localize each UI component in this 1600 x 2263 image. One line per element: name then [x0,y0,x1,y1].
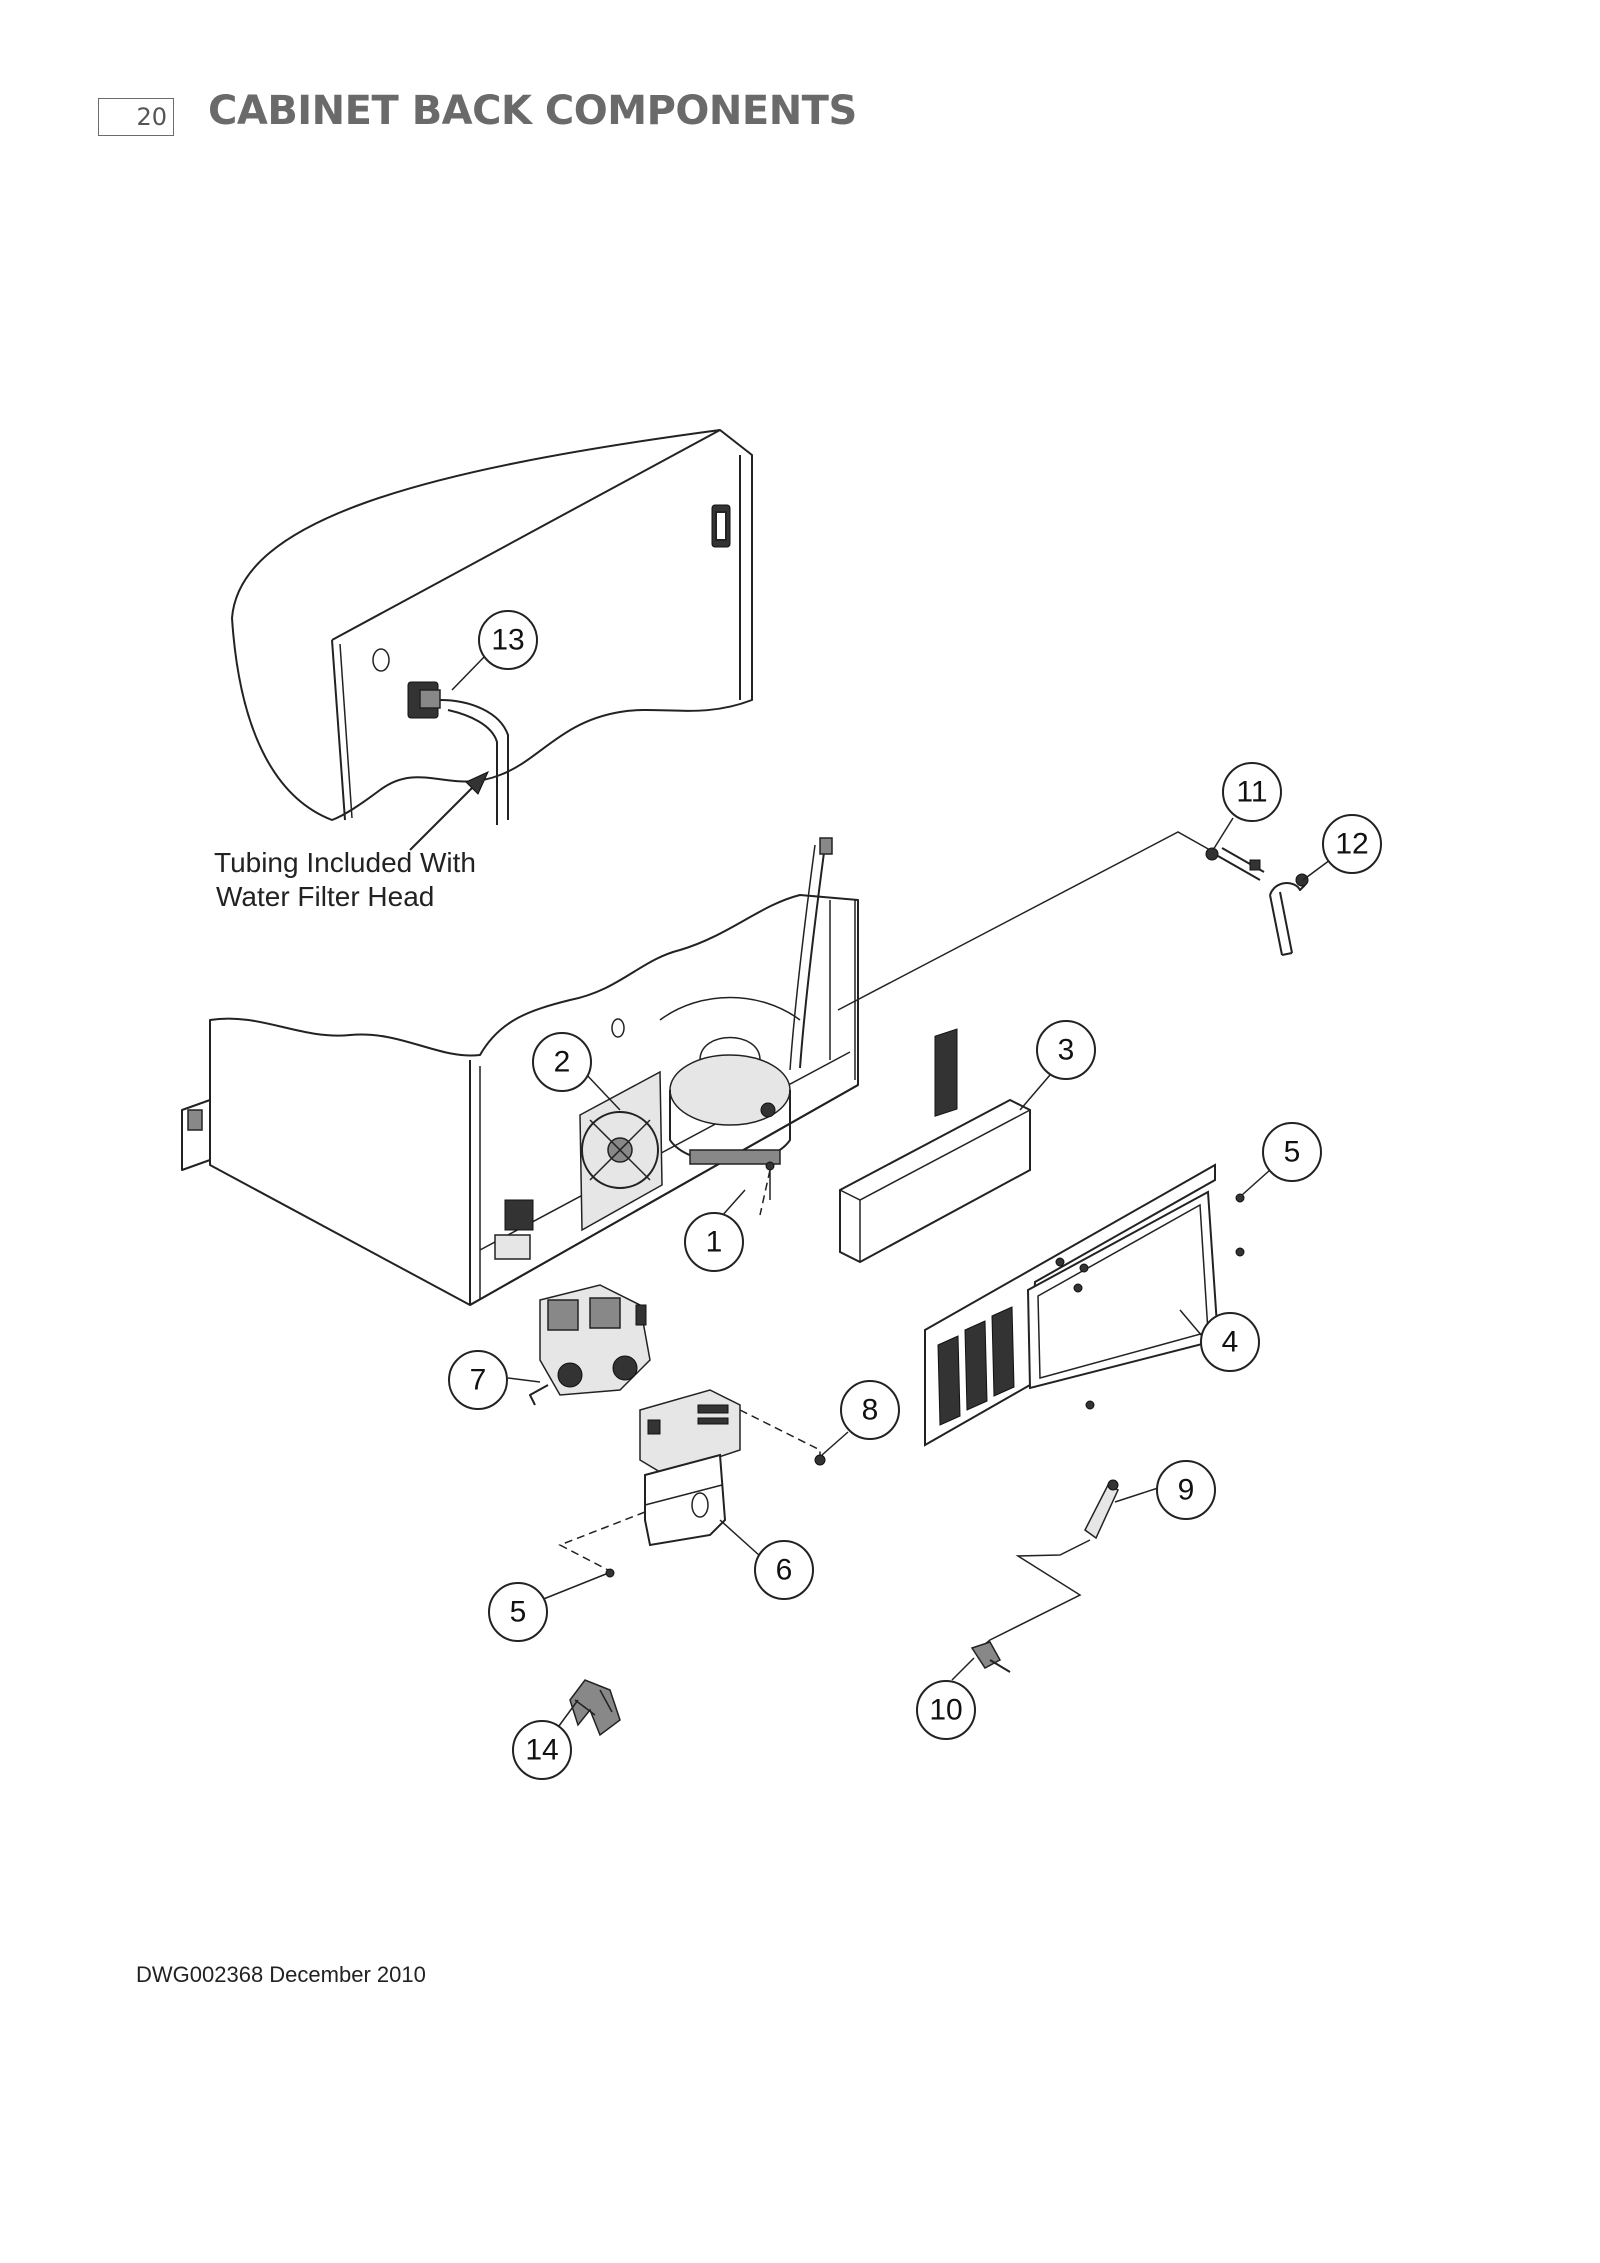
callout-5-lower: 5 [488,1582,548,1642]
page-number: 20 [98,98,174,136]
callout-label: 5 [1284,1136,1301,1169]
clip-part [569,1679,621,1737]
callout-label: 10 [929,1694,962,1727]
annotation-line-1: Tubing Included With [214,847,476,878]
callout-label: 13 [491,624,524,657]
leader-lines [451,654,1331,1731]
callout-label: 5 [510,1596,527,1629]
callout-3: 3 [1036,1020,1096,1080]
callout-label: 9 [1178,1474,1195,1507]
water-valve [529,1284,651,1406]
page-title: CABINET BACK COMPONENTS [208,88,857,134]
callout-label: 8 [862,1394,879,1427]
callout-2: 2 [532,1032,592,1092]
sensor-parts [970,1479,1119,1673]
callout-1: 1 [684,1212,744,1272]
callout-label: 2 [554,1046,571,1079]
callout-10: 10 [916,1680,976,1740]
drawing-reference: DWG002368 December 2010 [136,1962,426,1987]
callout-label: 6 [776,1554,793,1587]
callout-8: 8 [840,1380,900,1440]
tubing-fittings [1205,847,1309,956]
callout-6: 6 [754,1540,814,1600]
fitting-icon [1205,847,1219,861]
callout-14: 14 [512,1720,572,1780]
callout-4: 4 [1200,1312,1260,1372]
upper-cabinet-cutaway [231,429,753,851]
callout-label: 12 [1335,828,1368,861]
ice-module [558,1389,826,1578]
callout-label: 14 [525,1734,558,1767]
callout-5-upper: 5 [1262,1122,1322,1182]
lower-cabinet-cutaway [181,831,1211,1306]
access-cover-panel [924,1028,1245,1447]
callout-label: 4 [1222,1326,1239,1359]
callout-7: 7 [448,1350,508,1410]
insulation-panel [839,1098,1031,1264]
callout-13: 13 [478,610,538,670]
callout-label: 3 [1058,1034,1075,1067]
callout-12: 12 [1322,814,1382,874]
callout-label: 1 [706,1226,723,1259]
tubing-annotation: Tubing Included With Water Filter Head [214,847,476,912]
callout-label: 7 [470,1364,487,1397]
annotation-line-2: Water Filter Head [216,881,434,912]
callout-11: 11 [1222,762,1282,822]
callout-label: 11 [1236,776,1267,809]
callout-9: 9 [1156,1460,1216,1520]
